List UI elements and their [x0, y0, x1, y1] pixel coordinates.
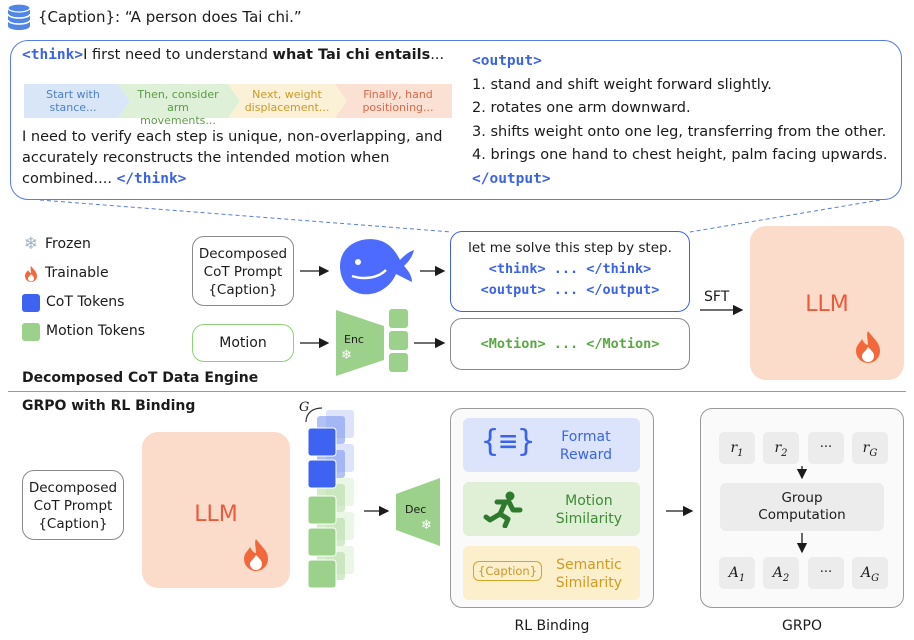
grpo-title: GRPO with RL Binding — [22, 398, 196, 414]
output-step-1: 1. stand and shift weight forward slight… — [472, 76, 772, 93]
output-step-2: 2. rotates one arm downward. — [472, 100, 691, 116]
output-step-3: 3. shifts weight onto one leg, transferr… — [472, 123, 887, 140]
grpo-label: GRPO — [781, 618, 823, 634]
token-group-stack — [305, 407, 354, 589]
reward-r2: r2 — [763, 432, 799, 464]
think-intro-bold: what Tai chi entails — [272, 47, 431, 63]
motion-token-column — [389, 309, 409, 372]
legend-cot-tokens: CoT Tokens — [22, 288, 145, 317]
section-divider — [8, 391, 906, 392]
verify-text: I need to verify each step is unique, no… — [22, 129, 443, 187]
engine-motion-output-box: <Motion> ... </Motion> — [450, 318, 690, 370]
reward-rG: rG — [852, 432, 888, 464]
think-intro: <think>I first need to understand what T… — [22, 47, 444, 63]
flame-icon — [244, 539, 268, 571]
database-icon — [7, 3, 31, 30]
grpo-llm-box: LLM — [142, 432, 290, 588]
encoder-snowflake-icon: ❄ — [341, 348, 352, 363]
legend-frozen: ❄ Frozen — [22, 230, 145, 259]
output-step-4: 4. brings one hand to chest height, palm… — [472, 147, 888, 163]
flame-icon — [25, 265, 37, 282]
legend: ❄ Frozen Trainable CoT Tokens Motion Tok… — [22, 230, 145, 346]
reward-r1: r1 — [719, 432, 755, 464]
engine-reasoning-box: let me solve this step by step. <think> … — [450, 231, 690, 312]
decoder-label: Dec — [405, 503, 427, 516]
cot-token-swatch — [22, 293, 40, 312]
output-block: <output> 1. stand and shift weight forwa… — [472, 50, 887, 191]
decoder-block — [396, 478, 440, 546]
engine-title: Decomposed CoT Data Engine — [22, 370, 259, 386]
motion-token-swatch — [22, 322, 40, 341]
legend-trainable: Trainable — [22, 259, 145, 288]
running-person-icon — [483, 491, 523, 528]
advantage-A2: A2 — [763, 557, 799, 589]
caption-text: {Caption}: “A person does Tai chi.” — [38, 8, 302, 26]
reasoning-bubble — [10, 40, 902, 200]
think-close-tag: </think> — [116, 171, 187, 187]
legend-motion-tokens: Motion Tokens — [22, 317, 145, 346]
think-intro-text: I first need to understand — [83, 47, 273, 63]
advantage-ellipsis: ··· — [808, 557, 844, 589]
encoder-block — [336, 310, 384, 376]
group-size-label: G — [299, 400, 310, 415]
engine-motion-box: Motion — [192, 324, 294, 362]
caption-tag-icon: {Caption} — [473, 561, 543, 581]
caption-row: {Caption}: “A person does Tai chi.” — [6, 2, 302, 32]
advantage-A1: A1 — [719, 557, 755, 589]
advantage-AG: AG — [852, 557, 888, 589]
encoder-label: Enc — [344, 333, 364, 346]
deepseek-whale-icon — [340, 239, 414, 295]
think-intro-tail: ... — [430, 47, 445, 63]
flame-icon — [856, 331, 880, 363]
sft-label: SFT — [704, 289, 730, 305]
think-open-tag: <think> — [22, 47, 84, 63]
engine-llm-box: LLM — [750, 226, 904, 380]
output-open-tag: <output> — [472, 53, 542, 69]
decoder-snowflake-icon: ❄ — [421, 518, 432, 533]
rl-binding-label: RL Binding — [514, 618, 590, 634]
format-icon: {≡} — [481, 424, 536, 459]
reward-ellipsis: ··· — [808, 432, 844, 464]
snowflake-icon: ❄ — [23, 234, 39, 254]
output-close-tag: </output> — [472, 170, 551, 187]
